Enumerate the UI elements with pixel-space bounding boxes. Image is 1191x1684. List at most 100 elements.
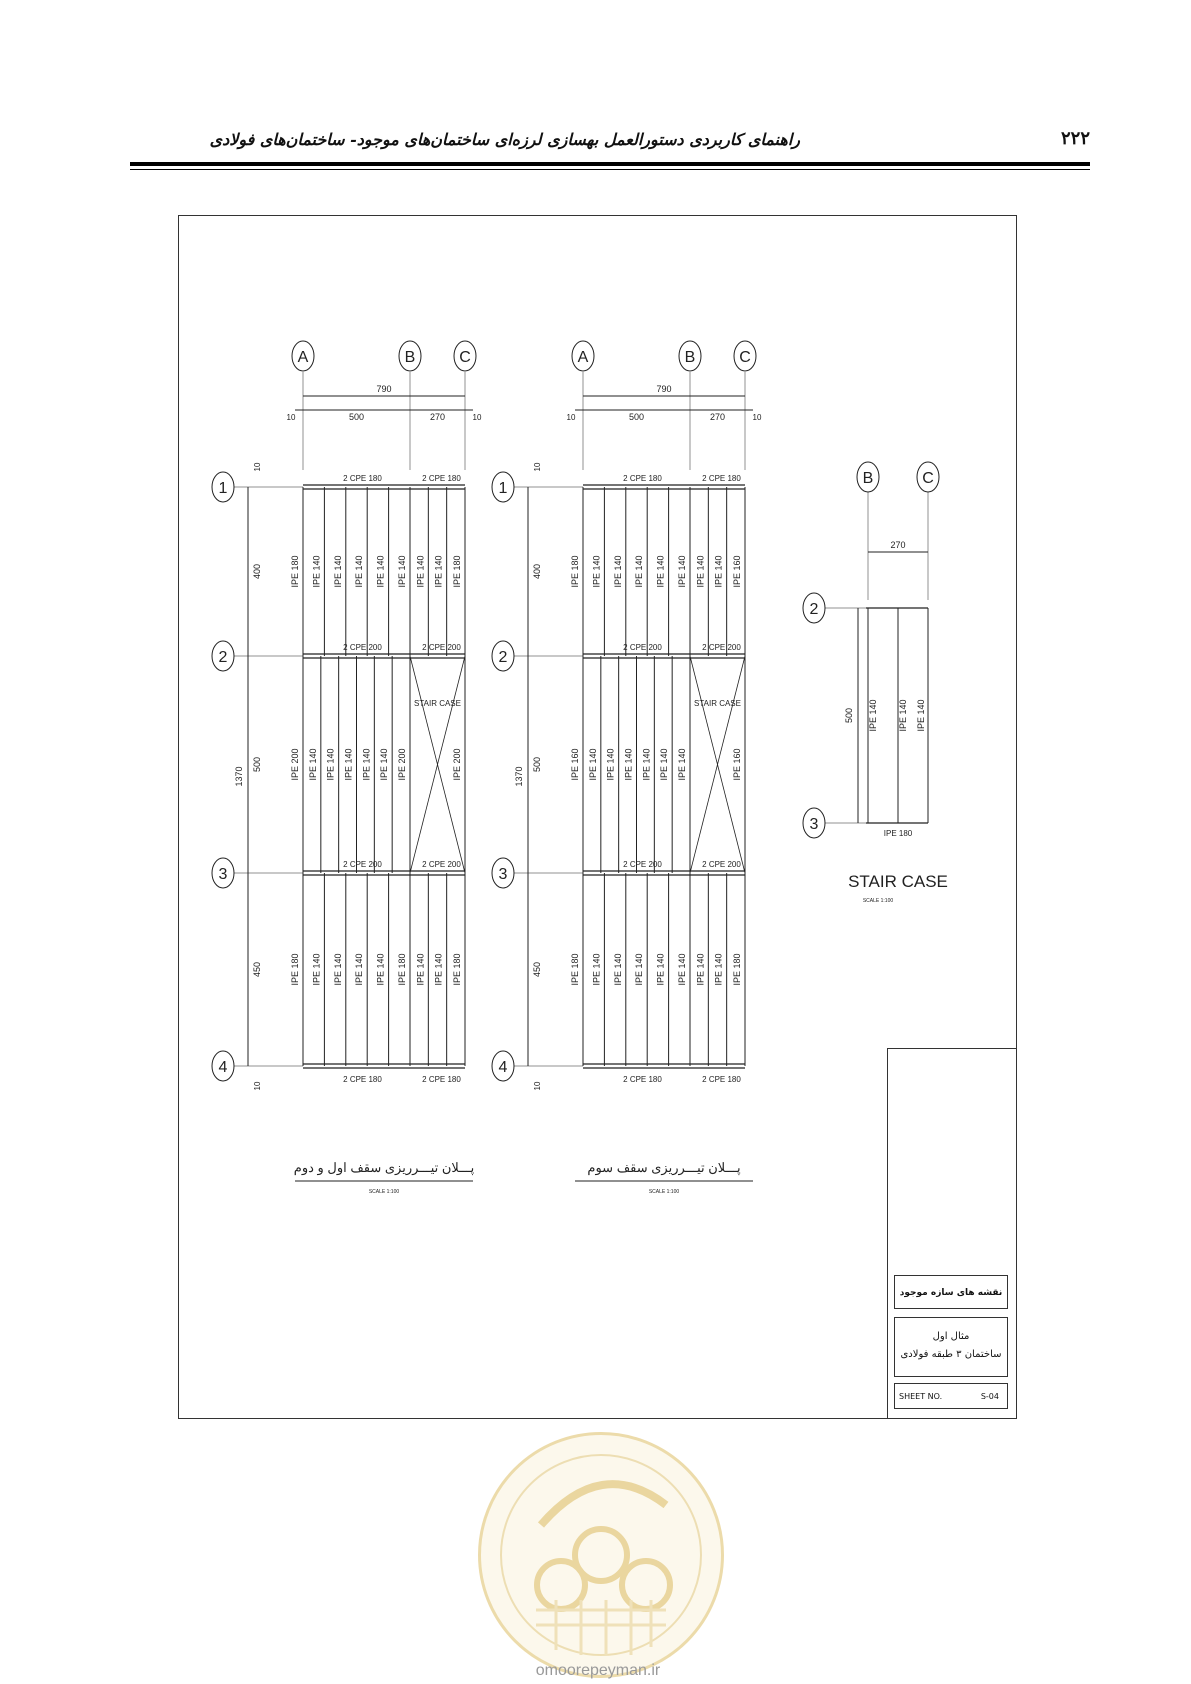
plan1-beam-label: IPE 140 <box>376 953 386 985</box>
plan1-girder-label: 2 CPE 200 <box>343 643 382 652</box>
plan2-beam-label: IPE 160 <box>732 748 742 780</box>
plan1-col-bubble-C <box>453 340 477 372</box>
plan2-dim-edge-bottom: 10 <box>533 1081 542 1090</box>
plan1-beam-label: IPE 140 <box>397 555 407 587</box>
plan1-row-bubble-1-label: 1 <box>219 480 228 497</box>
plan2-title: پـــلان تیـــرریزی سقف سوم <box>587 1160 741 1176</box>
plan1-dim-total: 790 <box>376 384 391 394</box>
plan1-dim-edge-top: 10 <box>253 462 262 471</box>
plan1-beam-label: IPE 140 <box>344 748 354 780</box>
plan2-col-bubble-C-label: C <box>739 349 751 366</box>
plan2-beam-label: IPE 160 <box>570 748 580 780</box>
plan2-dim-r34: 450 <box>532 962 542 977</box>
plan1-beam-label: IPE 140 <box>415 953 425 985</box>
plan2-beam-label: IPE 140 <box>591 953 601 985</box>
plan1-beam-label: IPE 180 <box>290 555 300 587</box>
plan2-beam-label: IPE 140 <box>588 748 598 780</box>
stair-row-bubble-3-label: 3 <box>810 816 819 833</box>
plan2-dim-edge-right: 10 <box>753 413 762 422</box>
plan2-girder-label: 2 CPE 180 <box>623 1075 662 1084</box>
stair-col-bubble-C-label: C <box>922 470 934 487</box>
plan2-dim-total: 790 <box>656 384 671 394</box>
plan1-row-bubble-2-label: 2 <box>219 649 228 666</box>
plan2-col-bubble-A-label: A <box>578 349 589 366</box>
page-number: ۲۲۲ <box>1060 128 1090 149</box>
plan2-dim-r23: 500 <box>532 757 542 772</box>
plan1-beam-label: IPE 200 <box>452 748 462 780</box>
drawing-sheet <box>178 215 1017 1419</box>
plan1-beam-label: IPE 140 <box>311 555 321 587</box>
plan1-beam-label: IPE 180 <box>452 555 462 587</box>
stair-beam-label: IPE 140 <box>868 699 878 731</box>
plan1-girder-label: 2 CPE 180 <box>422 474 461 483</box>
plan2-girder-label: 2 CPE 180 <box>702 474 741 483</box>
plan1-beam-label: IPE 140 <box>415 555 425 587</box>
header-rule-thin <box>130 169 1090 170</box>
watermark-gears-icon <box>500 1454 702 1656</box>
watermark-seal <box>478 1432 724 1678</box>
title-block-project: نقشه های سازه موجود <box>894 1275 1008 1309</box>
plan1-beam-label: IPE 140 <box>311 953 321 985</box>
running-head: راهنمای کاربردی دستورالعمل بهسازی لرزه‌ا… <box>209 130 800 149</box>
plan2-beam-label: IPE 140 <box>695 555 705 587</box>
plan2-dim-edge-left: 10 <box>567 413 576 422</box>
plan1-dim-edge-bottom: 10 <box>253 1081 262 1090</box>
stair-scale: SCALE 1:100 <box>863 898 894 904</box>
plan2-beam-label: IPE 180 <box>732 953 742 985</box>
stair-col-bubble-B-label: B <box>863 470 874 487</box>
plan1-beam-label: IPE 140 <box>376 555 386 587</box>
stair-title: STAIR CASE <box>848 872 948 891</box>
plan2-beam-label: IPE 180 <box>570 953 580 985</box>
plan2-beam-label: IPE 140 <box>656 555 666 587</box>
plan1-dim-r34: 450 <box>252 962 262 977</box>
plan1-stair-label: STAIR CASE <box>414 699 461 708</box>
plan2-girder-label: 2 CPE 180 <box>702 1075 741 1084</box>
plan2-girder-label: 2 CPE 200 <box>623 643 662 652</box>
watermark-site: omoorepeyman.ir <box>535 1662 661 1679</box>
plan2-beam-label: IPE 140 <box>677 748 687 780</box>
plan2-girder-label: 2 CPE 200 <box>623 860 662 869</box>
stair-row-bubble-2-label: 2 <box>810 601 819 618</box>
plan1-beam-label: IPE 140 <box>326 748 336 780</box>
plan2-dim-rows-total: 1370 <box>514 766 524 786</box>
plan2-girder-label: 2 CPE 200 <box>702 860 741 869</box>
plan2-row-bubble-1-label: 1 <box>499 480 508 497</box>
title-block-example: مثال اول <box>932 1331 970 1342</box>
title-block-description: مثال اول ساختمان ۳ طبقه فولادی <box>894 1317 1008 1377</box>
plan1-beam-label: IPE 140 <box>333 555 343 587</box>
plan2-row-bubble-3-label: 3 <box>499 866 508 883</box>
title-block-sheet: SHEET NO. S-04 <box>894 1383 1008 1409</box>
plan1-beam-label: IPE 200 <box>290 748 300 780</box>
stair-bottom-beam-label: IPE 180 <box>884 829 913 838</box>
plan2-beam-label: IPE 140 <box>613 555 623 587</box>
plan1-col-bubble-A-label: A <box>298 349 309 366</box>
plan2-dim-ab: 500 <box>629 412 644 422</box>
plan1-beam-label: IPE 140 <box>434 953 444 985</box>
plan2-beam-label: IPE 140 <box>714 555 724 587</box>
sheet-label: SHEET NO. <box>899 1392 943 1401</box>
plan1-beam-label: IPE 140 <box>333 953 343 985</box>
plan2-girder-label: 2 CPE 200 <box>702 643 741 652</box>
plan1-girder-label: 2 CPE 180 <box>422 1075 461 1084</box>
plan2-beam-label: IPE 140 <box>656 953 666 985</box>
plan1-dim-edge-right: 10 <box>473 413 482 422</box>
plan1-col-bubble-A <box>291 340 315 372</box>
plan1-beam-label: IPE 180 <box>452 953 462 985</box>
plan2-beam-label: IPE 140 <box>634 953 644 985</box>
plan1-dim-r12: 400 <box>252 564 262 579</box>
plan1-girder-label: 2 CPE 200 <box>422 860 461 869</box>
plan2-beam-label: IPE 140 <box>677 953 687 985</box>
plan2-beam-label: IPE 140 <box>634 555 644 587</box>
plan2-beam-label: IPE 180 <box>570 555 580 587</box>
plan1-scale: SCALE 1:100 <box>369 1189 400 1195</box>
plan1-girder-label: 2 CPE 200 <box>343 860 382 869</box>
plan2-col-bubble-B-label: B <box>685 349 696 366</box>
plan1-col-bubble-C-label: C <box>459 349 471 366</box>
plan2-stair-cross <box>689 655 746 874</box>
stair-beam-label: IPE 140 <box>916 699 926 731</box>
plan2-girder-label: 2 CPE 180 <box>623 474 662 483</box>
plan2-col-bubble-B <box>678 340 702 372</box>
stair-beam-label: IPE 140 <box>898 699 908 731</box>
plan1-dim-edge-left: 10 <box>287 413 296 422</box>
